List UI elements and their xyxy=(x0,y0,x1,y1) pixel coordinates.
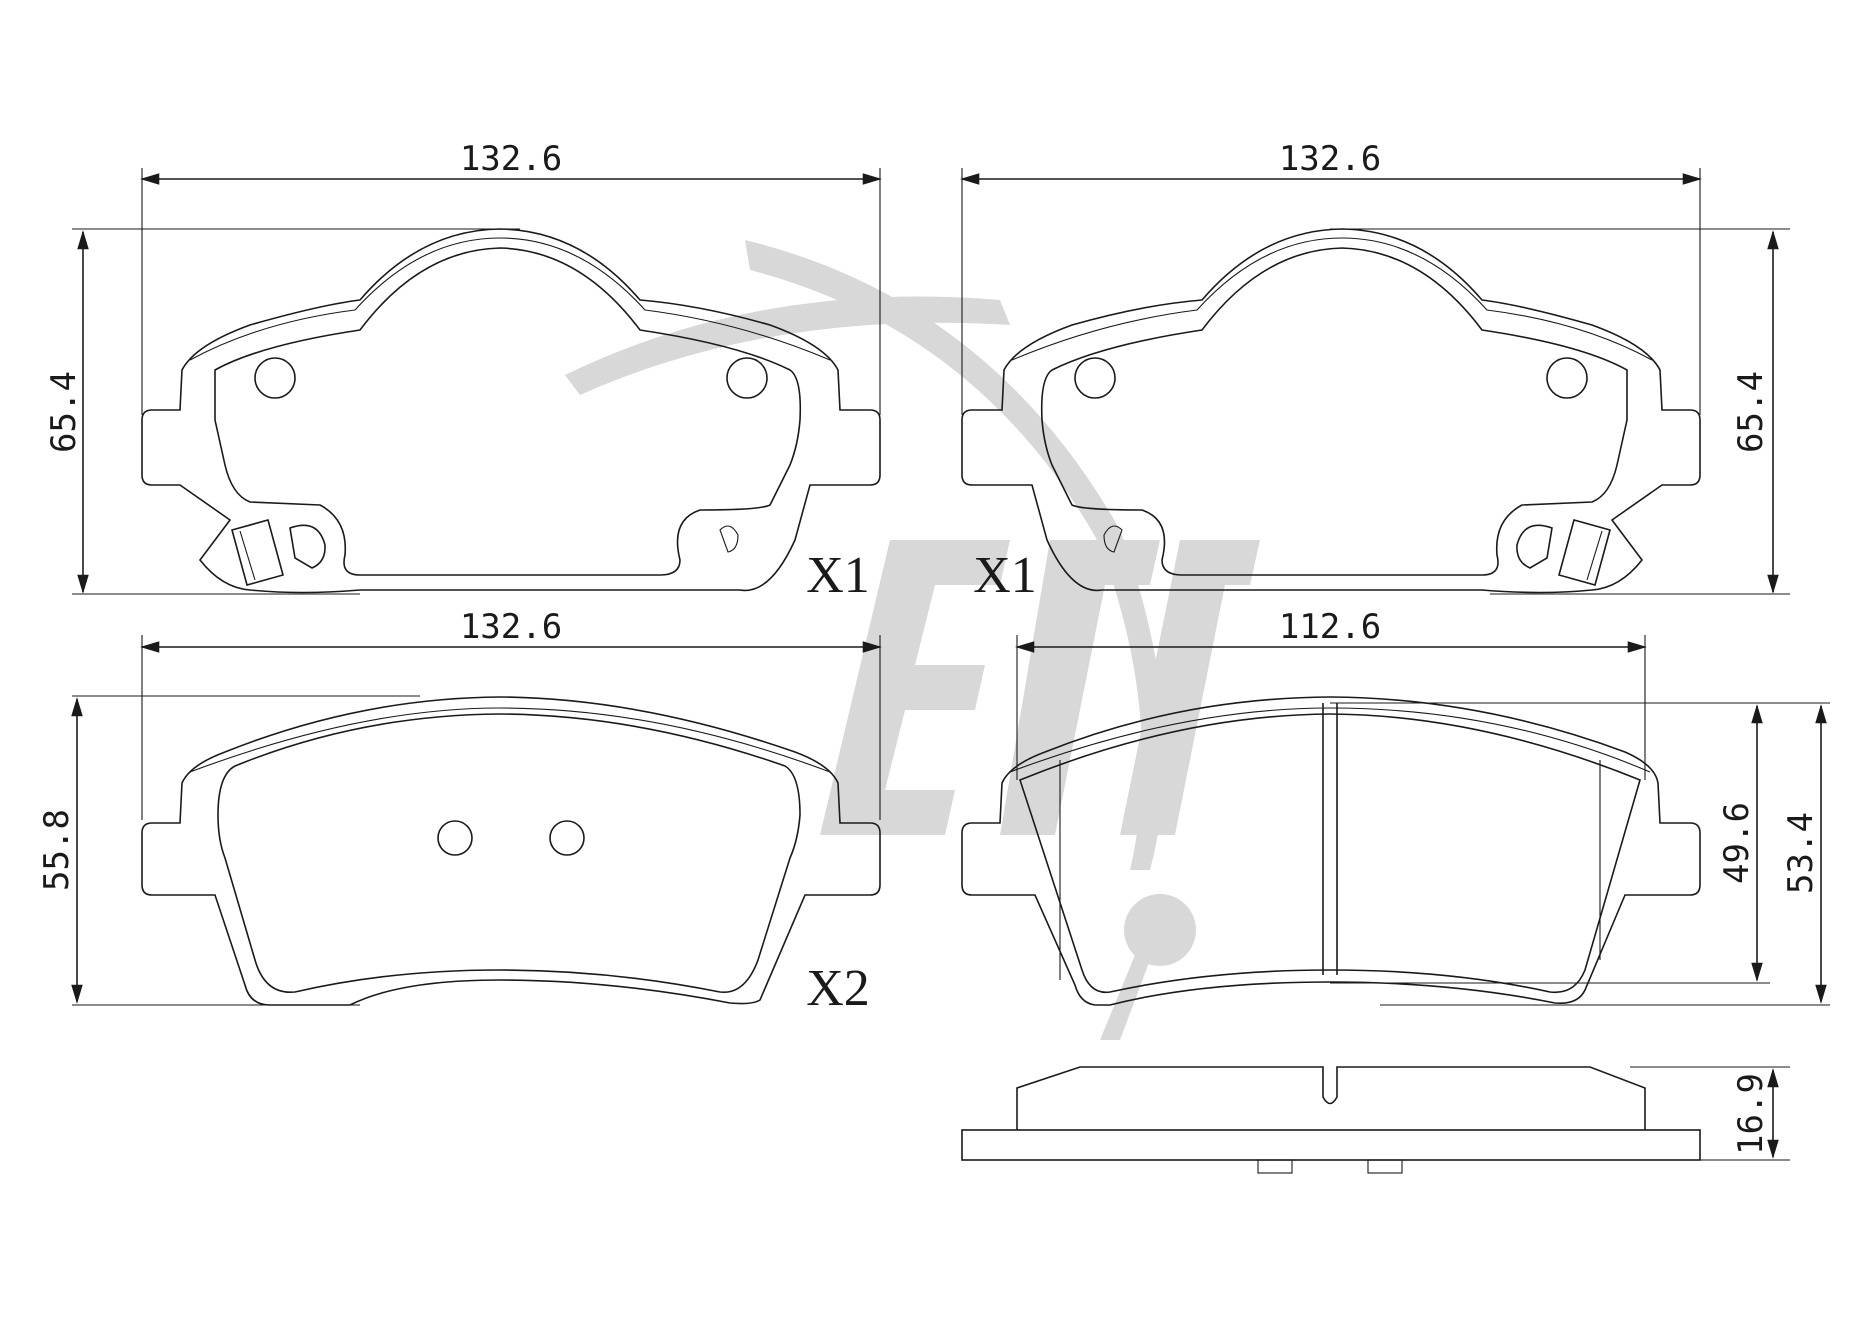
width-label: 132.6 xyxy=(460,139,562,179)
width-label: 132.6 xyxy=(460,607,562,647)
pad-top-left: 132.6 65.4 X1 xyxy=(44,139,882,604)
side-view: 16.9 xyxy=(961,1066,1790,1174)
quantity-label: X1 xyxy=(973,547,1037,604)
pad-bottom-left: 132.6 55.8 X2 xyxy=(37,607,882,1017)
height-label: 65.4 xyxy=(44,371,84,453)
width-label: 112.6 xyxy=(1279,607,1381,647)
pad-top-right: 132.6 65.4 X1 xyxy=(960,139,1790,604)
inner-height-label: 49.6 xyxy=(1717,802,1757,884)
pad-bottom-right: 112.6 49.6 53.4 xyxy=(961,607,1830,1006)
height-label: 55.8 xyxy=(37,809,77,891)
watermark-logo xyxy=(565,240,1260,1040)
quantity-label: X2 xyxy=(806,960,870,1017)
height-label: 65.4 xyxy=(1731,371,1771,453)
width-label: 132.6 xyxy=(1279,139,1381,179)
outer-height-label: 53.4 xyxy=(1781,812,1821,894)
quantity-label: X1 xyxy=(806,547,870,604)
thickness-label: 16.9 xyxy=(1731,1073,1771,1155)
